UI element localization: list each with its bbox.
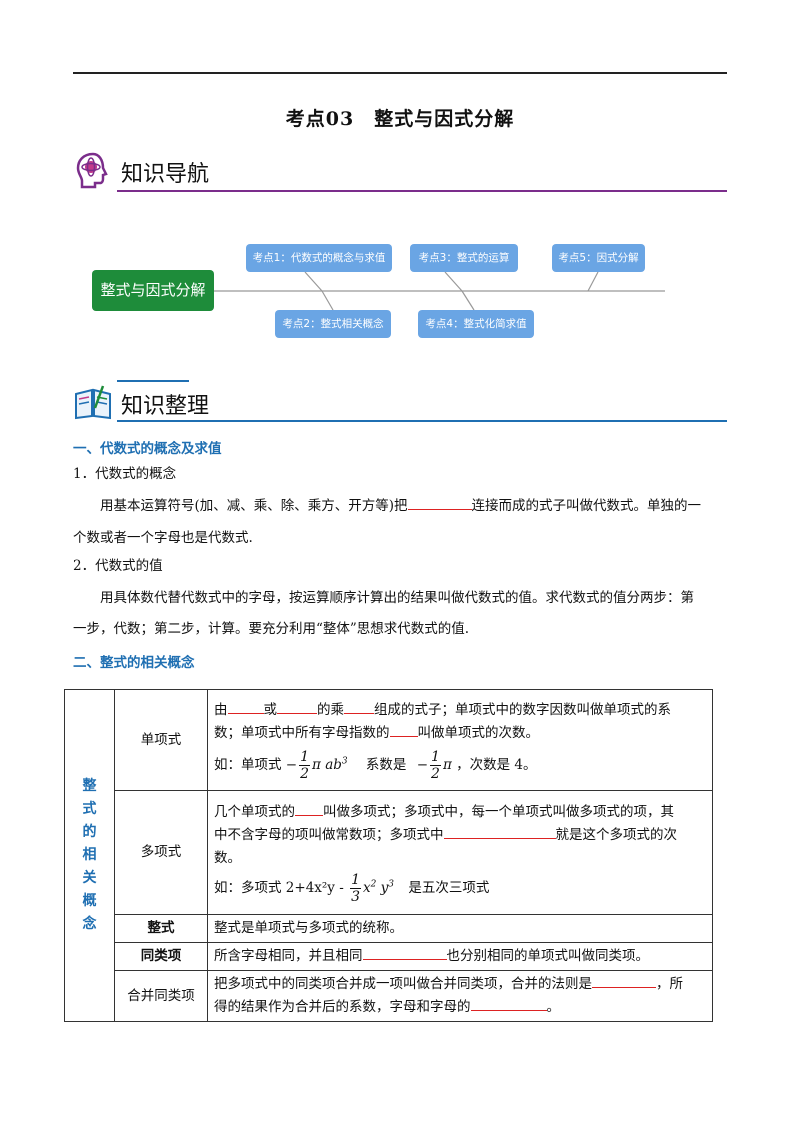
mindmap-node-4: 考点4：整式化简求值 xyxy=(418,310,534,338)
mindmap-node-2: 考点2：整式相关概念 xyxy=(275,310,391,338)
mindmap-root: 整式与因式分解 xyxy=(92,270,214,311)
row-label-monomial: 单项式 xyxy=(114,689,208,791)
mindmap-node-1: 考点1：代数式的概念与求值 xyxy=(246,244,392,272)
fill-blank[interactable] xyxy=(443,824,556,839)
fill-blank[interactable] xyxy=(470,996,547,1011)
nav-header-line xyxy=(117,190,727,192)
fill-blank[interactable] xyxy=(344,699,374,714)
row-content-polynomial: 几个单项式的叫做多项式；多项式中，每一个单项式叫做多项式的项，其 中不含字母的项… xyxy=(207,790,713,915)
fill-blank[interactable] xyxy=(227,699,264,714)
mindmap-connectors xyxy=(214,271,665,311)
fill-blank[interactable] xyxy=(592,973,656,988)
row-content-monomial: 由或的乘组成的式子；单项式中的数字因数叫做单项式的系 数；单项式中所有字母指数的… xyxy=(207,689,713,791)
fill-blank[interactable] xyxy=(295,801,323,816)
summary-section-header: 知识整理 xyxy=(73,380,733,426)
summary-header-line xyxy=(117,420,727,422)
fill-blank[interactable] xyxy=(389,722,418,737)
row-content-combine-like-terms: 把多项式中的同类项合并成一项叫做合并同类项，合并的法则是，所 得的结果作为合并后… xyxy=(207,970,713,1022)
open-book-icon xyxy=(75,385,111,420)
nav-header-label: 知识导航 xyxy=(121,162,210,187)
section1-para2: 用具体数代替代数式中的字母，按运算顺序计算出的结果叫做代数式的值。求代数式的值分… xyxy=(100,590,694,606)
section1-sub2: 2．代数式的值 xyxy=(73,558,163,574)
section1-para1: 用基本运算符号(加、减、乘、除、乘方、开方等)把连接而成的式子叫做代数式。单独的… xyxy=(73,490,733,522)
row-content-integral-expression: 整式是单项式与多项式的统称。 xyxy=(207,914,713,943)
vertical-title: 整 式 的 相 关 概 念 xyxy=(64,689,115,1022)
fill-blank[interactable] xyxy=(277,699,317,714)
fill-blank[interactable] xyxy=(407,495,472,510)
section1-para1-cont: 个数或者一个字母也是代数式. xyxy=(73,530,253,546)
section1-heading: 一、代数式的概念及求值 xyxy=(73,441,222,457)
section2-heading: 二、整式的相关概念 xyxy=(73,655,195,671)
row-content-like-terms: 所含字母相同，并且相同也分别相同的单项式叫做同类项。 xyxy=(207,942,713,971)
row-label-integral-expression: 整式 xyxy=(114,914,208,943)
mindmap-node-5: 考点5：因式分解 xyxy=(552,244,645,272)
section1-para2-cont: 一步，代数；第二步，计算。要充分利用“整体”思想求代数式的值. xyxy=(73,621,470,637)
row-label-polynomial: 多项式 xyxy=(114,790,208,915)
row-label-combine-like-terms: 合并同类项 xyxy=(114,970,208,1022)
row-label-like-terms: 同类项 xyxy=(114,942,208,971)
fill-blank[interactable] xyxy=(362,945,447,960)
summary-header-accent xyxy=(117,380,189,382)
concepts-table: 整 式 的 相 关 概 念 单项式 由或的乘组成的式子；单项式中的数字因数叫做单… xyxy=(64,689,713,1022)
summary-header-label: 知识整理 xyxy=(121,394,210,419)
nav-section-header: 知识导航 xyxy=(73,150,733,194)
page-title: 考点03 整式与因式分解 xyxy=(285,108,515,130)
top-rule xyxy=(73,72,727,74)
section1-sub1: 1．代数式的概念 xyxy=(73,466,177,482)
mindmap-node-3: 考点3：整式的运算 xyxy=(410,244,518,272)
brain-head-icon xyxy=(76,152,108,189)
